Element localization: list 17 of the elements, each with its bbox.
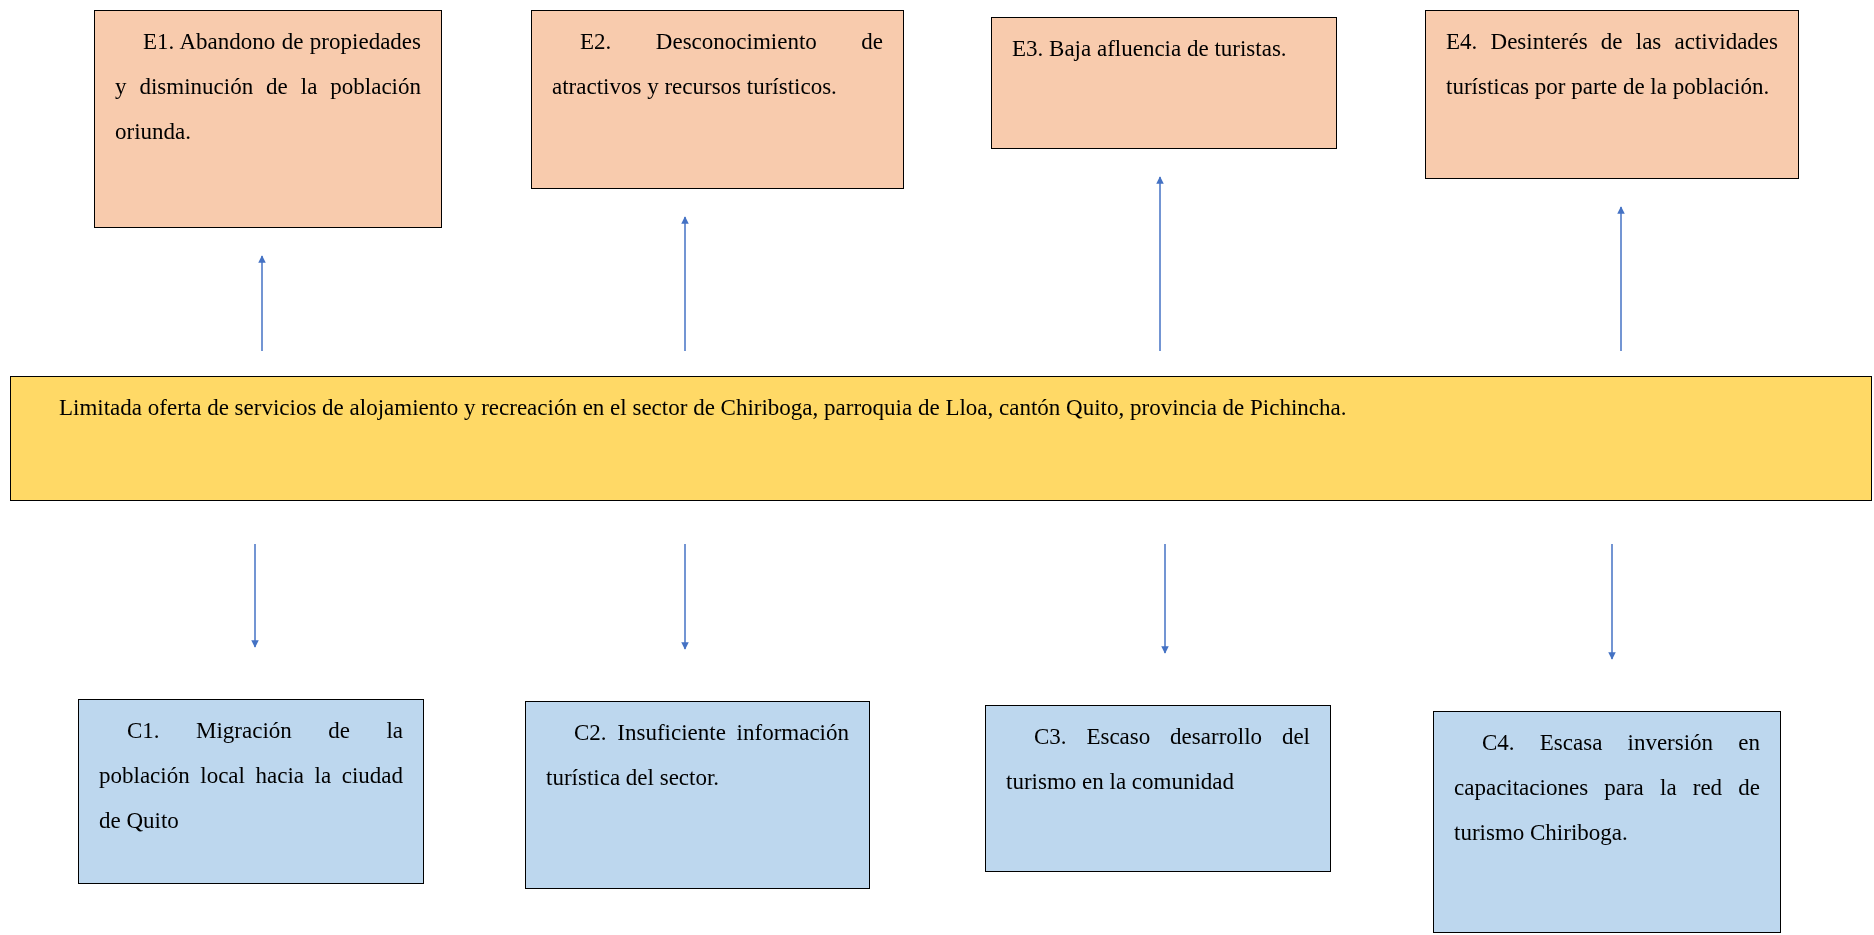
arrow: [1161, 543, 1169, 654]
arrow: [681, 216, 689, 352]
problem-box: Limitada oferta de servicios de alojamiento y recreación en el sector de Chiriboga, parroquia de Lloa, cantón Quito, provincia de Pichincha.: [10, 376, 1872, 501]
cause-box: C2. Insuficiente información turística del sector.: [525, 701, 870, 889]
arrow: [258, 255, 266, 352]
effect-box: E1. Abandono de propiedades y disminución de la población oriunda.: [94, 10, 442, 228]
arrow: [681, 543, 689, 650]
cause-box: C4. Escasa inversión en capacitaciones para la red de turismo Chiriboga.: [1433, 711, 1781, 933]
arrow: [1608, 543, 1616, 660]
arrow: [1156, 176, 1164, 352]
arrow: [1617, 206, 1625, 352]
effect-box: E3. Baja afluencia de turistas.: [991, 17, 1337, 149]
arrow: [251, 543, 259, 648]
cause-box: C1. Migración de la población local hacia la ciudad de Quito: [78, 699, 424, 884]
effect-box: E4. Desinterés de las actividades turísticas por parte de la población.: [1425, 10, 1799, 179]
effect-box: E2. Desconocimiento de atractivos y recursos turísticos.: [531, 10, 904, 189]
cause-box: C3. Escaso desarrollo del turismo en la comunidad: [985, 705, 1331, 872]
